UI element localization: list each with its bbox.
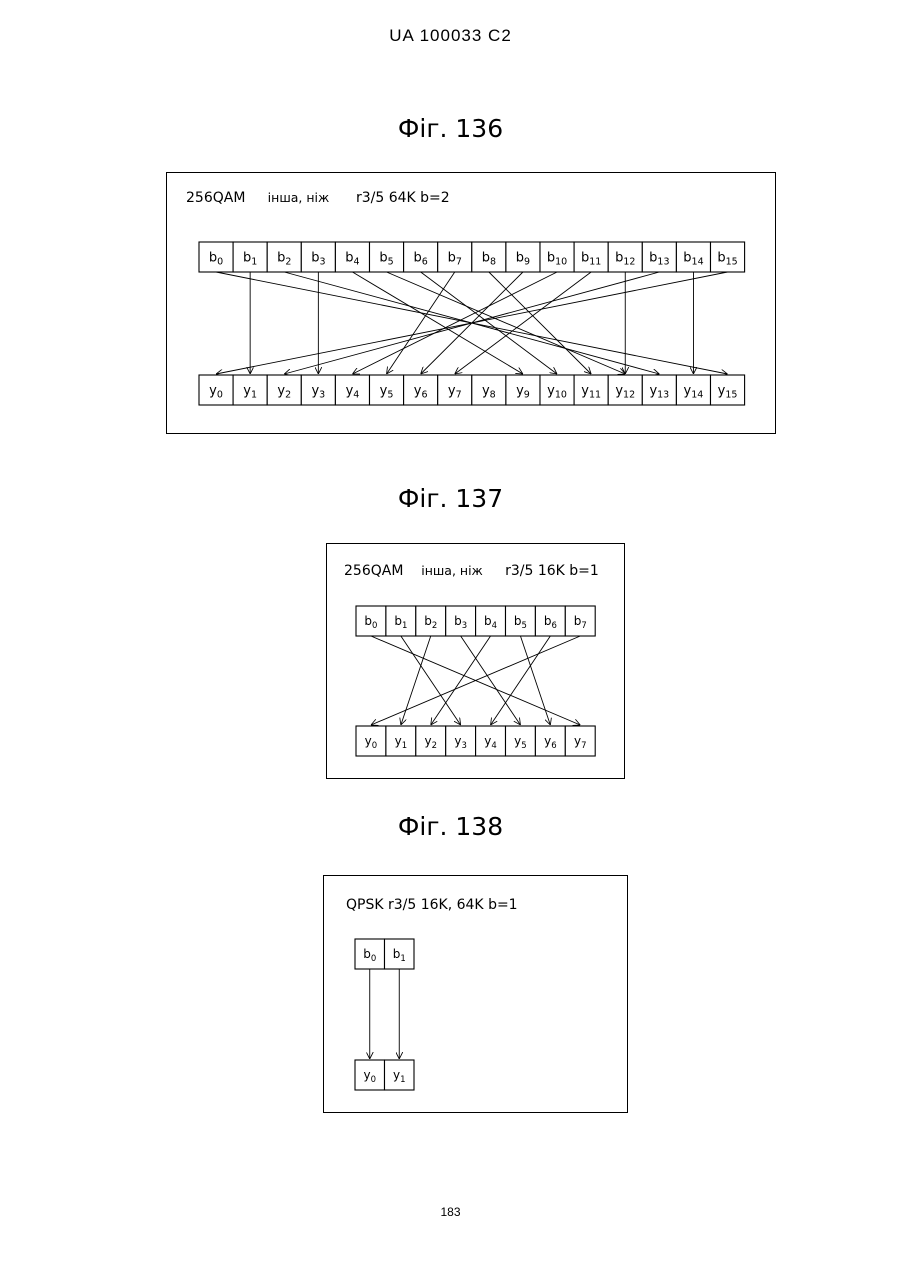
page-number: 183 [0,1205,901,1219]
